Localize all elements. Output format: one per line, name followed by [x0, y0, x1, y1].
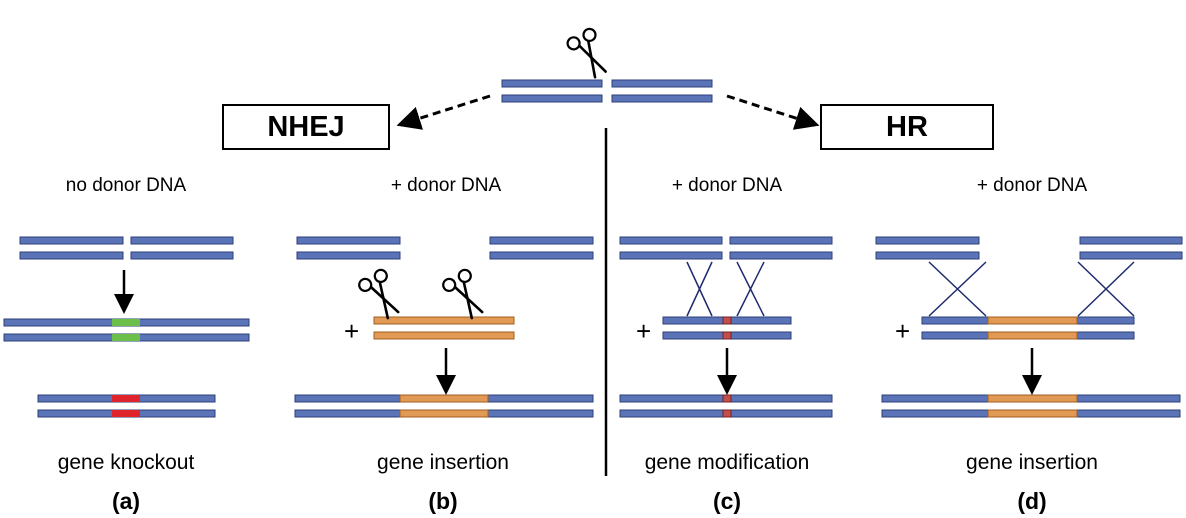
arrow-to-hr	[726, 94, 820, 130]
insertion-indel	[112, 319, 140, 326]
nhej-box: NHEJ	[222, 104, 390, 150]
panel-a-letter: (a)	[111, 488, 141, 514]
hr-label: HR	[886, 110, 928, 143]
plus-sign-b: +	[344, 316, 360, 346]
panel-d-condition: + donor DNA	[976, 175, 1088, 196]
panel-c-outcome: gene modification	[644, 451, 810, 474]
panel-b-graphics	[294, 236, 594, 418]
scissors-icon	[355, 266, 408, 324]
panel-a-graphics	[3, 236, 250, 418]
panel-c-condition: + donor DNA	[671, 175, 783, 196]
panel-d-outcome: gene insertion	[966, 451, 1098, 474]
nhej-label: NHEJ	[267, 110, 345, 143]
plus-sign-c: +	[636, 316, 652, 346]
panel-a-outcome: gene knockout	[57, 451, 195, 474]
dsb-dna	[501, 79, 713, 103]
panel-a-condition: no donor DNA	[65, 175, 187, 196]
scissors-icon	[439, 266, 492, 324]
panel-d-graphics	[875, 236, 1183, 418]
panel-c-graphics	[619, 236, 833, 418]
plus-sign-d: +	[895, 316, 911, 346]
donor-dna	[373, 316, 515, 325]
panel-b-condition: + donor DNA	[390, 175, 502, 196]
point-modification	[722, 316, 732, 325]
scissors-icon	[564, 25, 615, 83]
panel-d-letter: (d)	[1017, 488, 1047, 514]
deletion-indel	[112, 395, 140, 402]
arrow-to-nhej	[396, 94, 491, 130]
panel-b-letter: (b)	[428, 488, 458, 514]
panel-b-outcome: gene insertion	[377, 451, 509, 474]
hr-box: HR	[820, 104, 994, 150]
panel-c-letter: (c)	[712, 488, 742, 514]
